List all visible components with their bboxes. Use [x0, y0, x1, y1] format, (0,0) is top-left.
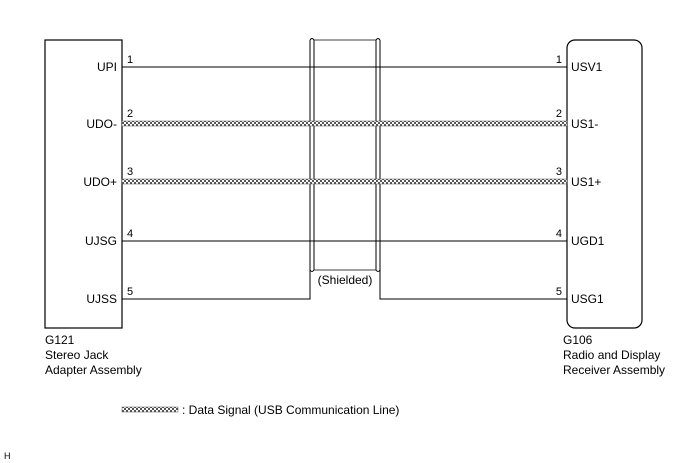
left-pin-number-5: 5: [127, 286, 133, 298]
left-pin-label-4: UJSG: [85, 234, 117, 248]
left-pin-number-1: 1: [127, 54, 133, 66]
right-pin-number-2: 2: [556, 108, 562, 120]
right-pin-number-5: 5: [556, 286, 562, 298]
legend-text: : Data Signal (USB Communication Line): [182, 403, 399, 417]
left-pin-number-3: 3: [127, 166, 133, 178]
right-pin-label-5: USG1: [571, 292, 604, 306]
left-pin-number-4: 4: [127, 228, 133, 240]
wire-2: [121, 120, 568, 127]
right-pin-label-1: USV1: [571, 60, 603, 74]
left-pin-label-2: UDO-: [86, 117, 117, 131]
right-pin-number-3: 3: [556, 166, 562, 178]
left-pin-label-5: UJSS: [86, 292, 117, 306]
left-pin-label-3: UDO+: [83, 175, 117, 189]
legend-data-signal-swatch: [121, 406, 179, 413]
right-pin-label-2: US1-: [571, 117, 598, 131]
shield: [309, 38, 381, 272]
left-component-code: G121: [45, 333, 75, 347]
right-component-code: G106: [563, 333, 593, 347]
right-pin-label-3: US1+: [571, 175, 601, 189]
right-component-name-line-1: Radio and Display: [563, 348, 660, 362]
right-pin-label-4: UGD1: [571, 234, 605, 248]
wire-3: [121, 178, 568, 185]
right-component-name-line-2: Receiver Assembly: [563, 363, 665, 377]
shield-label: (Shielded): [318, 273, 373, 287]
corner-mark: H: [4, 451, 11, 461]
left-component-name-line-2: Adapter Assembly: [45, 363, 142, 377]
left-connector-box: [44, 39, 123, 329]
left-pin-number-2: 2: [127, 108, 133, 120]
left-component-name-line-1: Stereo Jack: [45, 348, 109, 362]
left-pin-label-1: UPI: [97, 60, 117, 74]
wire-5-shield-drain: [122, 270, 567, 300]
right-pin-number-1: 1: [556, 54, 562, 66]
right-pin-number-4: 4: [556, 228, 562, 240]
